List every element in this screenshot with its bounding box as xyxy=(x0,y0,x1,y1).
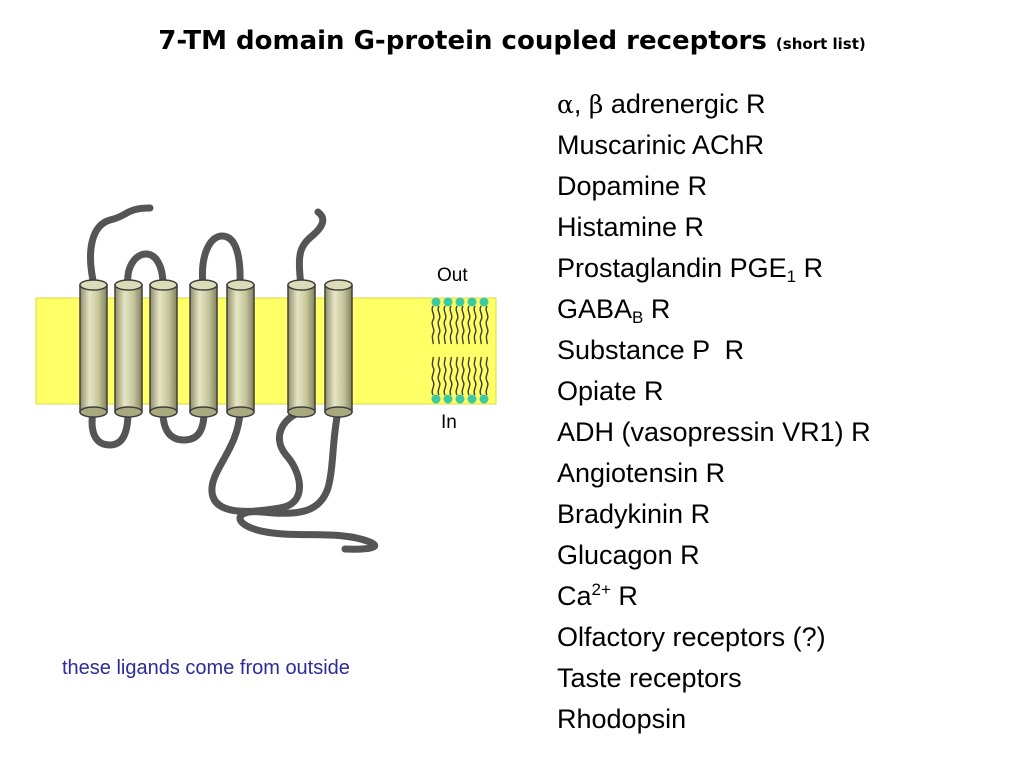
subscript: 1 xyxy=(786,267,797,286)
receptor-item-prostaglandin: Prostaglandin PGE1 R xyxy=(557,248,871,289)
intracellular-loop-3 xyxy=(208,408,305,515)
receptor-label: Ca xyxy=(557,581,592,611)
protein-loops xyxy=(87,204,379,553)
inside-label: In xyxy=(441,412,457,433)
helix-tm4 xyxy=(189,279,218,418)
receptor-item-bradykinin: Bradykinin R xyxy=(557,499,711,529)
receptor-item-glucagon: Glucagon R xyxy=(557,540,700,570)
intracellular-loop-1 xyxy=(88,408,132,449)
helix-tm2 xyxy=(114,279,143,418)
receptor-item-rhodopsin: Rhodopsin xyxy=(557,704,687,734)
extracellular-loop-2 xyxy=(198,232,244,289)
receptor-item-calcium: Ca2+ R xyxy=(557,576,871,617)
receptor-item-gaba: GABAB R xyxy=(557,289,871,330)
transmembrane-helices xyxy=(79,279,353,418)
receptor-item-histamine: Histamine R xyxy=(557,212,705,242)
helix-tm6 xyxy=(287,279,316,418)
receptor-item-taste: Taste receptors xyxy=(557,663,742,693)
superscript: 2+ xyxy=(591,580,611,599)
receptor-item-muscarinic: Muscarinic AChR xyxy=(557,130,765,160)
beta-symbol: β xyxy=(588,90,604,119)
receptor-list: α, β adrenergic R Muscarinic AChR Dopami… xyxy=(557,84,871,740)
lipid-outer-leaflet xyxy=(431,297,489,345)
title-main: 7-TM domain G-protein coupled receptors xyxy=(158,26,767,56)
title-subtitle: (short list) xyxy=(775,35,866,53)
helix-tm1 xyxy=(79,279,108,418)
receptor-item-substance-p: Substance P R xyxy=(557,335,745,365)
receptor-item-dopamine: Dopamine R xyxy=(557,171,708,201)
helix-tm3 xyxy=(149,279,178,418)
subscript: B xyxy=(632,308,644,327)
alpha-symbol: α xyxy=(557,90,574,119)
slide-title: 7-TM domain G-protein coupled receptors … xyxy=(0,26,1024,56)
intracellular-loop-2 xyxy=(159,408,208,444)
receptor-item-angiotensin: Angiotensin R xyxy=(557,458,726,488)
receptor-label: Prostaglandin PGE xyxy=(557,253,787,283)
receptor-label: GABA xyxy=(557,294,633,324)
receptor-suffix: R xyxy=(796,253,824,283)
receptor-item-olfactory: Olfactory receptors (?) xyxy=(557,622,826,652)
receptor-suffix: R xyxy=(643,294,671,324)
receptor-item-adh: ADH (vasopressin VR1) R xyxy=(557,417,871,447)
helix-tm5 xyxy=(226,279,255,418)
receptor-item-adrenergic: α, β adrenergic R xyxy=(557,84,871,125)
extracellular-loop-1 xyxy=(124,250,167,289)
receptor-label: adrenergic R xyxy=(603,89,766,119)
outside-label: Out xyxy=(437,265,468,286)
gpcr-diagram xyxy=(35,204,497,553)
ligand-note: these ligands come from outside xyxy=(62,657,350,679)
receptor-suffix: R xyxy=(610,581,638,611)
lipid-bilayer xyxy=(431,297,489,404)
n-terminus xyxy=(87,204,154,289)
cell-membrane xyxy=(35,297,497,405)
helix-tm7 xyxy=(324,279,353,418)
receptor-item-opiate: Opiate R xyxy=(557,376,664,406)
symbol-separator: , xyxy=(573,89,589,119)
extracellular-loop-3 xyxy=(295,208,327,289)
lipid-inner-leaflet xyxy=(431,356,489,404)
c-terminus xyxy=(236,408,379,553)
